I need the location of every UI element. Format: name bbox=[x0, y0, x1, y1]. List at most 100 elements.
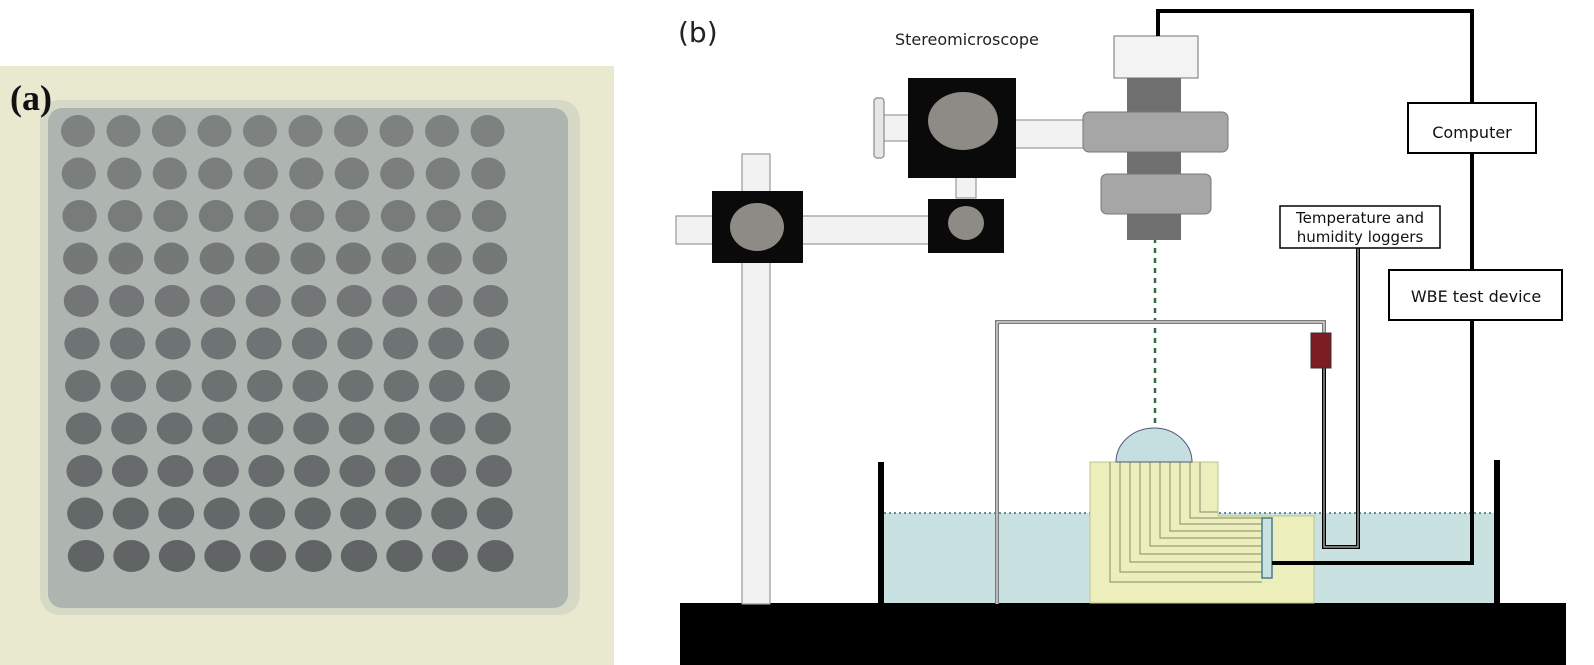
electrode-dot bbox=[246, 327, 282, 360]
logger-cable-inner bbox=[1323, 248, 1359, 548]
electrode-dot bbox=[289, 157, 324, 190]
electrode-dot bbox=[249, 497, 286, 530]
wbe-device-label: WBE test device bbox=[1411, 287, 1541, 306]
electrode-dot bbox=[291, 285, 327, 317]
logger-cable bbox=[1322, 248, 1360, 549]
electrode-dot bbox=[200, 285, 236, 317]
electrode-array bbox=[61, 115, 514, 572]
electrode-dot bbox=[474, 370, 511, 402]
electrode-dot bbox=[204, 540, 241, 572]
electrode-dot bbox=[339, 455, 376, 487]
scope-ring-upper bbox=[1082, 111, 1229, 153]
electrode-dot bbox=[63, 242, 98, 275]
panel-a-label: (a) bbox=[10, 78, 52, 118]
panel-b: (b) bbox=[675, 9, 1566, 665]
electrode-dot bbox=[429, 370, 465, 402]
electrode-dot bbox=[107, 200, 143, 232]
electrode-dot bbox=[156, 370, 192, 402]
panel-a: (a) bbox=[0, 66, 614, 665]
electrode-dot bbox=[292, 370, 329, 402]
panel-b-label: (b) bbox=[678, 16, 718, 49]
electrode-dot bbox=[155, 327, 191, 360]
electrode-dot bbox=[200, 327, 237, 360]
electrode-dot bbox=[110, 370, 147, 402]
electrode-dot bbox=[384, 455, 421, 487]
stereomicroscope-label: Stereomicroscope bbox=[895, 30, 1039, 49]
electrode-dot bbox=[338, 412, 375, 445]
electrode-dot bbox=[334, 115, 368, 147]
droplet bbox=[1115, 427, 1193, 463]
electrode-dot bbox=[154, 242, 189, 275]
clamp-top-disc bbox=[928, 92, 998, 150]
knob-shaft bbox=[881, 114, 911, 142]
electrode-dot bbox=[63, 285, 99, 317]
electrode-dot bbox=[471, 200, 507, 232]
electrode-dot bbox=[475, 412, 511, 445]
electrode-dot bbox=[203, 497, 240, 530]
clamp-small bbox=[928, 199, 1004, 253]
camera-box bbox=[1113, 35, 1199, 79]
base-plate bbox=[680, 603, 1566, 665]
electrode-dot bbox=[335, 200, 370, 232]
electrode-dot bbox=[336, 285, 372, 317]
electrode-dot bbox=[107, 157, 142, 190]
electrode-dot bbox=[65, 412, 102, 445]
scope-tube-upper bbox=[1127, 78, 1181, 112]
electrode-dot bbox=[429, 412, 466, 445]
electrode-dot bbox=[158, 497, 195, 530]
electrode-dot bbox=[157, 455, 194, 487]
electrode-dot bbox=[382, 285, 418, 317]
wbe-device-box: WBE test device bbox=[1388, 269, 1563, 321]
electrode-dot bbox=[294, 497, 331, 530]
electrode-dot bbox=[198, 200, 234, 232]
electrode-dot bbox=[431, 497, 468, 530]
clamp-top bbox=[908, 78, 1016, 178]
electrode-dot bbox=[112, 497, 149, 530]
electrode-dot bbox=[425, 115, 459, 147]
camera-cable bbox=[1156, 9, 1474, 103]
electrode-dot bbox=[290, 242, 326, 275]
electrode-dot bbox=[386, 540, 423, 572]
electrode-dot bbox=[243, 157, 278, 190]
electrode-dot bbox=[430, 455, 467, 487]
electrode-dot bbox=[293, 455, 330, 487]
stand-arm-upper bbox=[1013, 119, 1091, 149]
wbe-to-block-cable bbox=[1272, 320, 1474, 565]
electrode-dot bbox=[473, 285, 509, 317]
computer-label: Computer bbox=[1432, 123, 1512, 142]
electrode-dot bbox=[382, 327, 419, 360]
electrode-dot bbox=[111, 455, 148, 487]
electrode-dot bbox=[340, 497, 377, 530]
electrode-dot bbox=[245, 242, 280, 275]
electrode-dot bbox=[152, 157, 187, 190]
electrode-dot bbox=[158, 540, 196, 572]
tank-right-wall bbox=[1494, 460, 1500, 604]
electrode-dot bbox=[384, 412, 420, 445]
sensor-icon bbox=[1310, 332, 1332, 369]
electrode-dot bbox=[291, 327, 328, 360]
electrode-dot bbox=[67, 540, 105, 572]
loggers-label-line1: Temperature and bbox=[1295, 209, 1424, 227]
electrode-dot bbox=[113, 540, 150, 572]
electrode-dot bbox=[379, 115, 414, 147]
reference-rod-inner bbox=[996, 321, 1325, 604]
electrode-dot bbox=[109, 285, 145, 317]
electrode-dot bbox=[472, 242, 508, 275]
electrode-dot bbox=[471, 157, 506, 190]
loggers-label-line2: humidity loggers bbox=[1297, 228, 1424, 246]
electrode-dot bbox=[111, 412, 147, 445]
electrode-dot bbox=[336, 242, 371, 275]
electrode-dot bbox=[62, 200, 97, 232]
electrode-dot bbox=[476, 497, 513, 530]
electrode-dot bbox=[477, 540, 514, 572]
electrode-dot bbox=[383, 370, 420, 402]
clamp-left-disc bbox=[730, 203, 784, 251]
electrode-dot bbox=[64, 327, 100, 360]
electrode-dot bbox=[247, 412, 284, 445]
electrode-dot bbox=[247, 370, 283, 402]
scope-tube-middle bbox=[1127, 152, 1181, 174]
electrode-dot bbox=[61, 157, 96, 190]
electrode-dot bbox=[67, 497, 104, 530]
electrode-dot bbox=[428, 327, 464, 360]
